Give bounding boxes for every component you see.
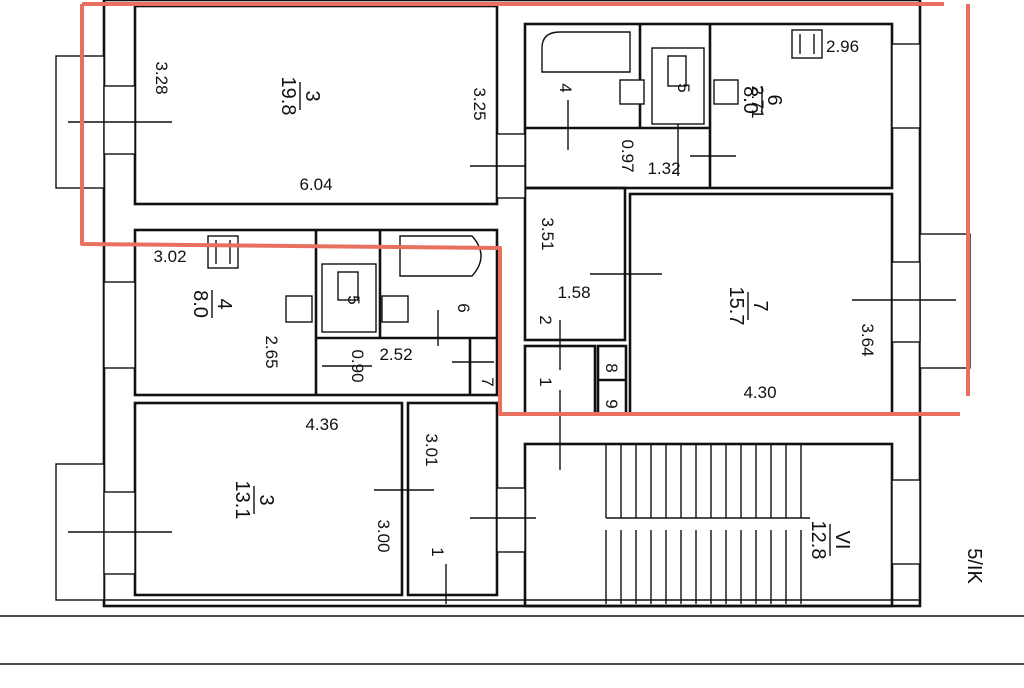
room-number: 7 [749,300,771,311]
room-number: 1 [428,547,447,556]
dimension-label: 3.51 [538,217,557,250]
dimension-label: 3.64 [858,323,877,356]
room-number: 9 [602,399,621,408]
room-number: 4 [556,83,575,92]
apartment-highlight-outline [80,2,970,416]
room-number: 6 [454,303,473,312]
dimension-label: 3.00 [374,519,393,552]
room-number: 5 [674,83,693,92]
dimension-label: 0.90 [348,349,367,382]
room-area: 8.0 [739,86,761,114]
dimension-label: 4.30 [743,383,776,402]
dimension-label: 1.58 [557,283,590,302]
room-area: 8.0 [189,290,211,318]
dimension-label: 2.71 [748,85,767,118]
dimension-label: 3.02 [153,247,186,266]
dimension-labels: 3.28 3.25 6.04 2.96 2.71 0.97 1.32 3.51 … [152,37,877,553]
windows [55,43,971,601]
room-area: 19.8 [277,77,299,116]
room-number: 3 [255,494,277,505]
room-number: 2 [536,315,555,324]
dimension-label: 0.97 [618,139,637,172]
dimension-label: 3.01 [422,433,441,466]
staircase [605,444,810,604]
dimension-label: 2.52 [379,345,412,364]
room-area: 12.8 [807,521,829,560]
room-area: 13.1 [231,481,253,520]
dimension-label: 4.36 [305,415,338,434]
corner-label: 5/IK [963,548,985,584]
room-area: 15.7 [725,287,747,326]
dimension-label: 6.04 [299,175,332,194]
building-walls [0,0,1024,665]
room-number: VI [831,531,853,550]
room-number: 4 [213,298,235,309]
dimension-label: 2.65 [262,335,281,368]
room-number: 1 [536,377,555,386]
room-number: 8 [602,363,621,372]
room-number: 3 [301,90,323,101]
dimension-label: 1.32 [647,159,680,178]
room-number: 6 [763,94,785,105]
room-number: 7 [478,377,497,386]
dimension-label: 3.28 [152,61,171,94]
dimension-lines [68,100,956,604]
dimension-label: 2.96 [826,37,859,56]
room-number: 5 [344,295,363,304]
room-labels: 3 19.8 4 5 6 8.0 7 15.7 4 8.0 5 6 7 2 1 … [189,77,853,560]
dimension-label: 3.25 [470,87,489,120]
